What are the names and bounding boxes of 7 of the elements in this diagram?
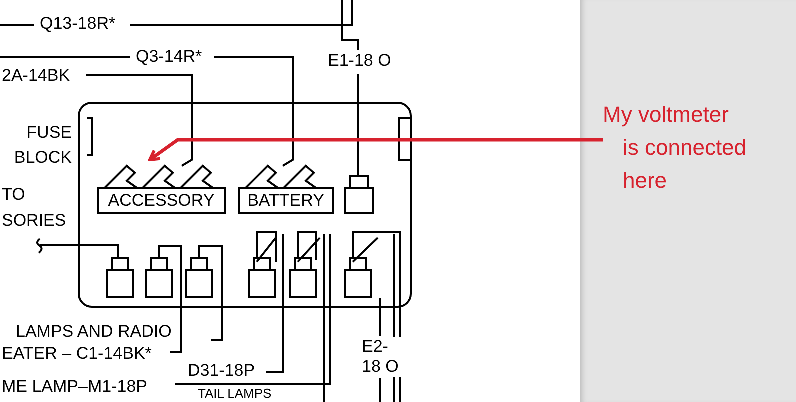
arrow [148,138,603,162]
wire-label: Q13-18R* [38,14,118,34]
annotation-text: My voltmeter is connected here [603,101,748,195]
fuse-group-label: ACCESSORY [107,191,216,211]
fuse-block-heading: FUSE BLOCK [13,122,72,169]
fuse-group-label: BATTERY [246,191,326,211]
wire-label: Q3-14R* [134,47,204,67]
